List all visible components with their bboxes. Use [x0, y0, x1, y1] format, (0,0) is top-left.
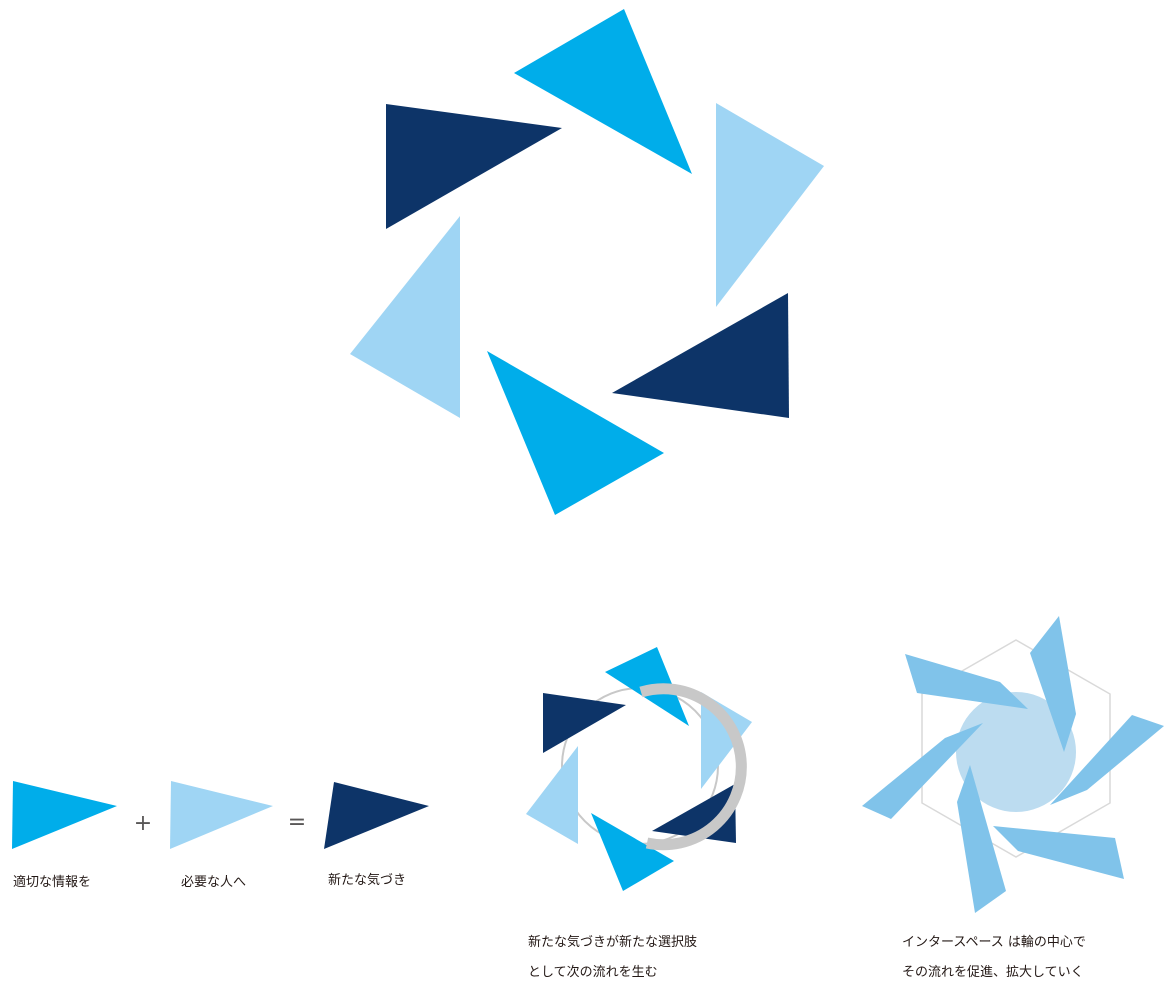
interspace-diagram — [862, 616, 1164, 913]
cycle-flow-arc — [639, 683, 747, 851]
interspace-blade-2 — [1030, 616, 1076, 752]
main-triangle-awareness-left — [386, 104, 562, 229]
legend-triangle-people — [170, 781, 273, 849]
interspace-blade-1 — [905, 654, 1028, 709]
legend-label-people: 必要な人へ — [181, 875, 247, 890]
interspace-blade-6 — [862, 723, 983, 819]
main-pinwheel-logo — [350, 9, 824, 515]
interspace-blade-5 — [957, 765, 1006, 913]
interspace-hub — [956, 692, 1076, 812]
legend-label-info: 適切な情報を — [13, 875, 92, 890]
cycle-triangle-info-bottom — [591, 813, 674, 891]
main-triangle-awareness-right — [612, 293, 789, 418]
cycle-caption-line-2: として次の流れを生む — [528, 965, 658, 980]
legend-label-awareness: 新たな気づき — [328, 873, 407, 888]
equals-sign: = — [288, 810, 306, 835]
legend-triangle-info — [12, 781, 117, 849]
interspace-blade-4 — [993, 826, 1124, 879]
interspace-blade-3 — [1050, 715, 1164, 805]
interspace-hexagon — [921, 639, 1111, 858]
main-triangle-people-right — [716, 103, 824, 307]
plus-sign: + — [134, 811, 152, 836]
interspace-caption-line-2: その流れを促進、拡大していく — [902, 965, 1084, 980]
main-triangle-people-left — [350, 216, 460, 418]
cycle-diagram — [526, 647, 752, 891]
cycle-caption-line-1: 新たな気づきが新たな選択肢 — [528, 935, 698, 950]
legend-graphics: + = — [12, 781, 429, 849]
cycle-triangle-awareness-left — [543, 693, 626, 753]
main-triangle-info-top — [514, 9, 692, 174]
legend-triangle-awareness — [324, 782, 429, 849]
interspace-caption-line-1: インタースペース は輪の中心で — [902, 935, 1086, 950]
cycle-triangle-people-left — [526, 746, 578, 844]
cycle-triangle-people-right — [701, 692, 752, 789]
main-triangle-info-bottom — [487, 351, 664, 515]
